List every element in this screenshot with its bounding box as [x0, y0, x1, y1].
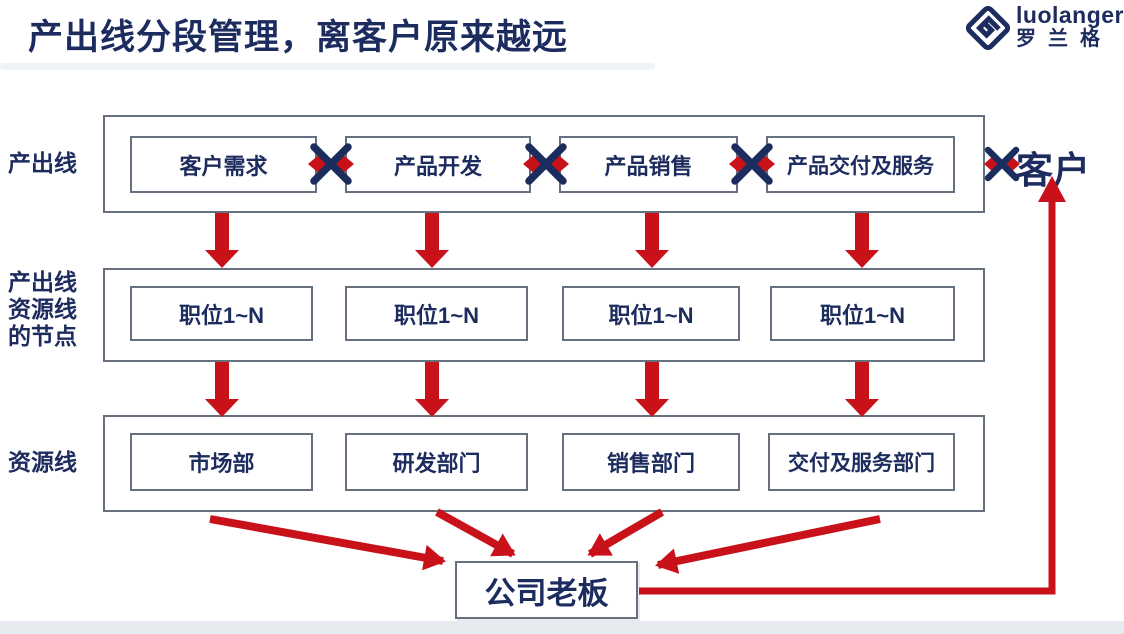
brand-logo: luolanger 罗兰格 — [964, 4, 1124, 52]
box-positions-2: 职位1~N — [345, 286, 528, 341]
band-label-nodes: 产出线 资源线 的节点 — [8, 269, 77, 350]
red-converge-arrow-icon — [655, 515, 881, 574]
box-product-development: 产品开发 — [345, 136, 531, 193]
down-arrow-icon — [635, 362, 669, 417]
customer-label: 客户 — [1016, 150, 1090, 191]
box-product-sales: 产品销售 — [559, 136, 738, 193]
red-converge-arrow-icon — [435, 508, 516, 558]
down-arrow-icon — [415, 213, 449, 268]
down-arrow-icon — [205, 213, 239, 268]
brand-name: luolanger — [1016, 2, 1124, 28]
band-label-output-line: 产出线 — [8, 150, 77, 176]
page-title: 产出线分段管理，离客户原来越远 — [28, 18, 569, 57]
down-arrow-icon — [845, 213, 879, 268]
red-converge-arrow-icon — [587, 508, 665, 558]
down-arrow-icon — [845, 362, 879, 417]
down-arrow-icon — [635, 213, 669, 268]
box-marketing-dept: 市场部 — [130, 433, 313, 491]
box-rd-dept: 研发部门 — [345, 433, 528, 491]
box-delivery-service-dept: 交付及服务部门 — [768, 433, 955, 491]
bottom-edge-strip — [0, 621, 1124, 634]
box-sales-dept: 销售部门 — [562, 433, 740, 491]
box-positions-4: 职位1~N — [770, 286, 955, 341]
red-converge-arrow-icon — [209, 515, 446, 571]
box-customer-demand: 客户需求 — [130, 136, 317, 193]
box-product-delivery-service: 产品交付及服务 — [766, 136, 955, 193]
box-positions-1: 职位1~N — [130, 286, 313, 341]
crossed-double-arrow-icon — [984, 146, 1020, 182]
boss-box: 公司老板 — [455, 561, 638, 619]
down-arrow-icon — [415, 362, 449, 417]
band-label-resource-line: 资源线 — [8, 449, 77, 475]
logo-diamond-icon — [965, 5, 1011, 51]
brand-name-cn: 罗兰格 — [1016, 28, 1112, 50]
down-arrow-icon — [205, 362, 239, 417]
red-elbow-up-arrow-icon — [639, 176, 1066, 595]
box-positions-3: 职位1~N — [562, 286, 740, 341]
title-underline-band — [0, 63, 655, 70]
